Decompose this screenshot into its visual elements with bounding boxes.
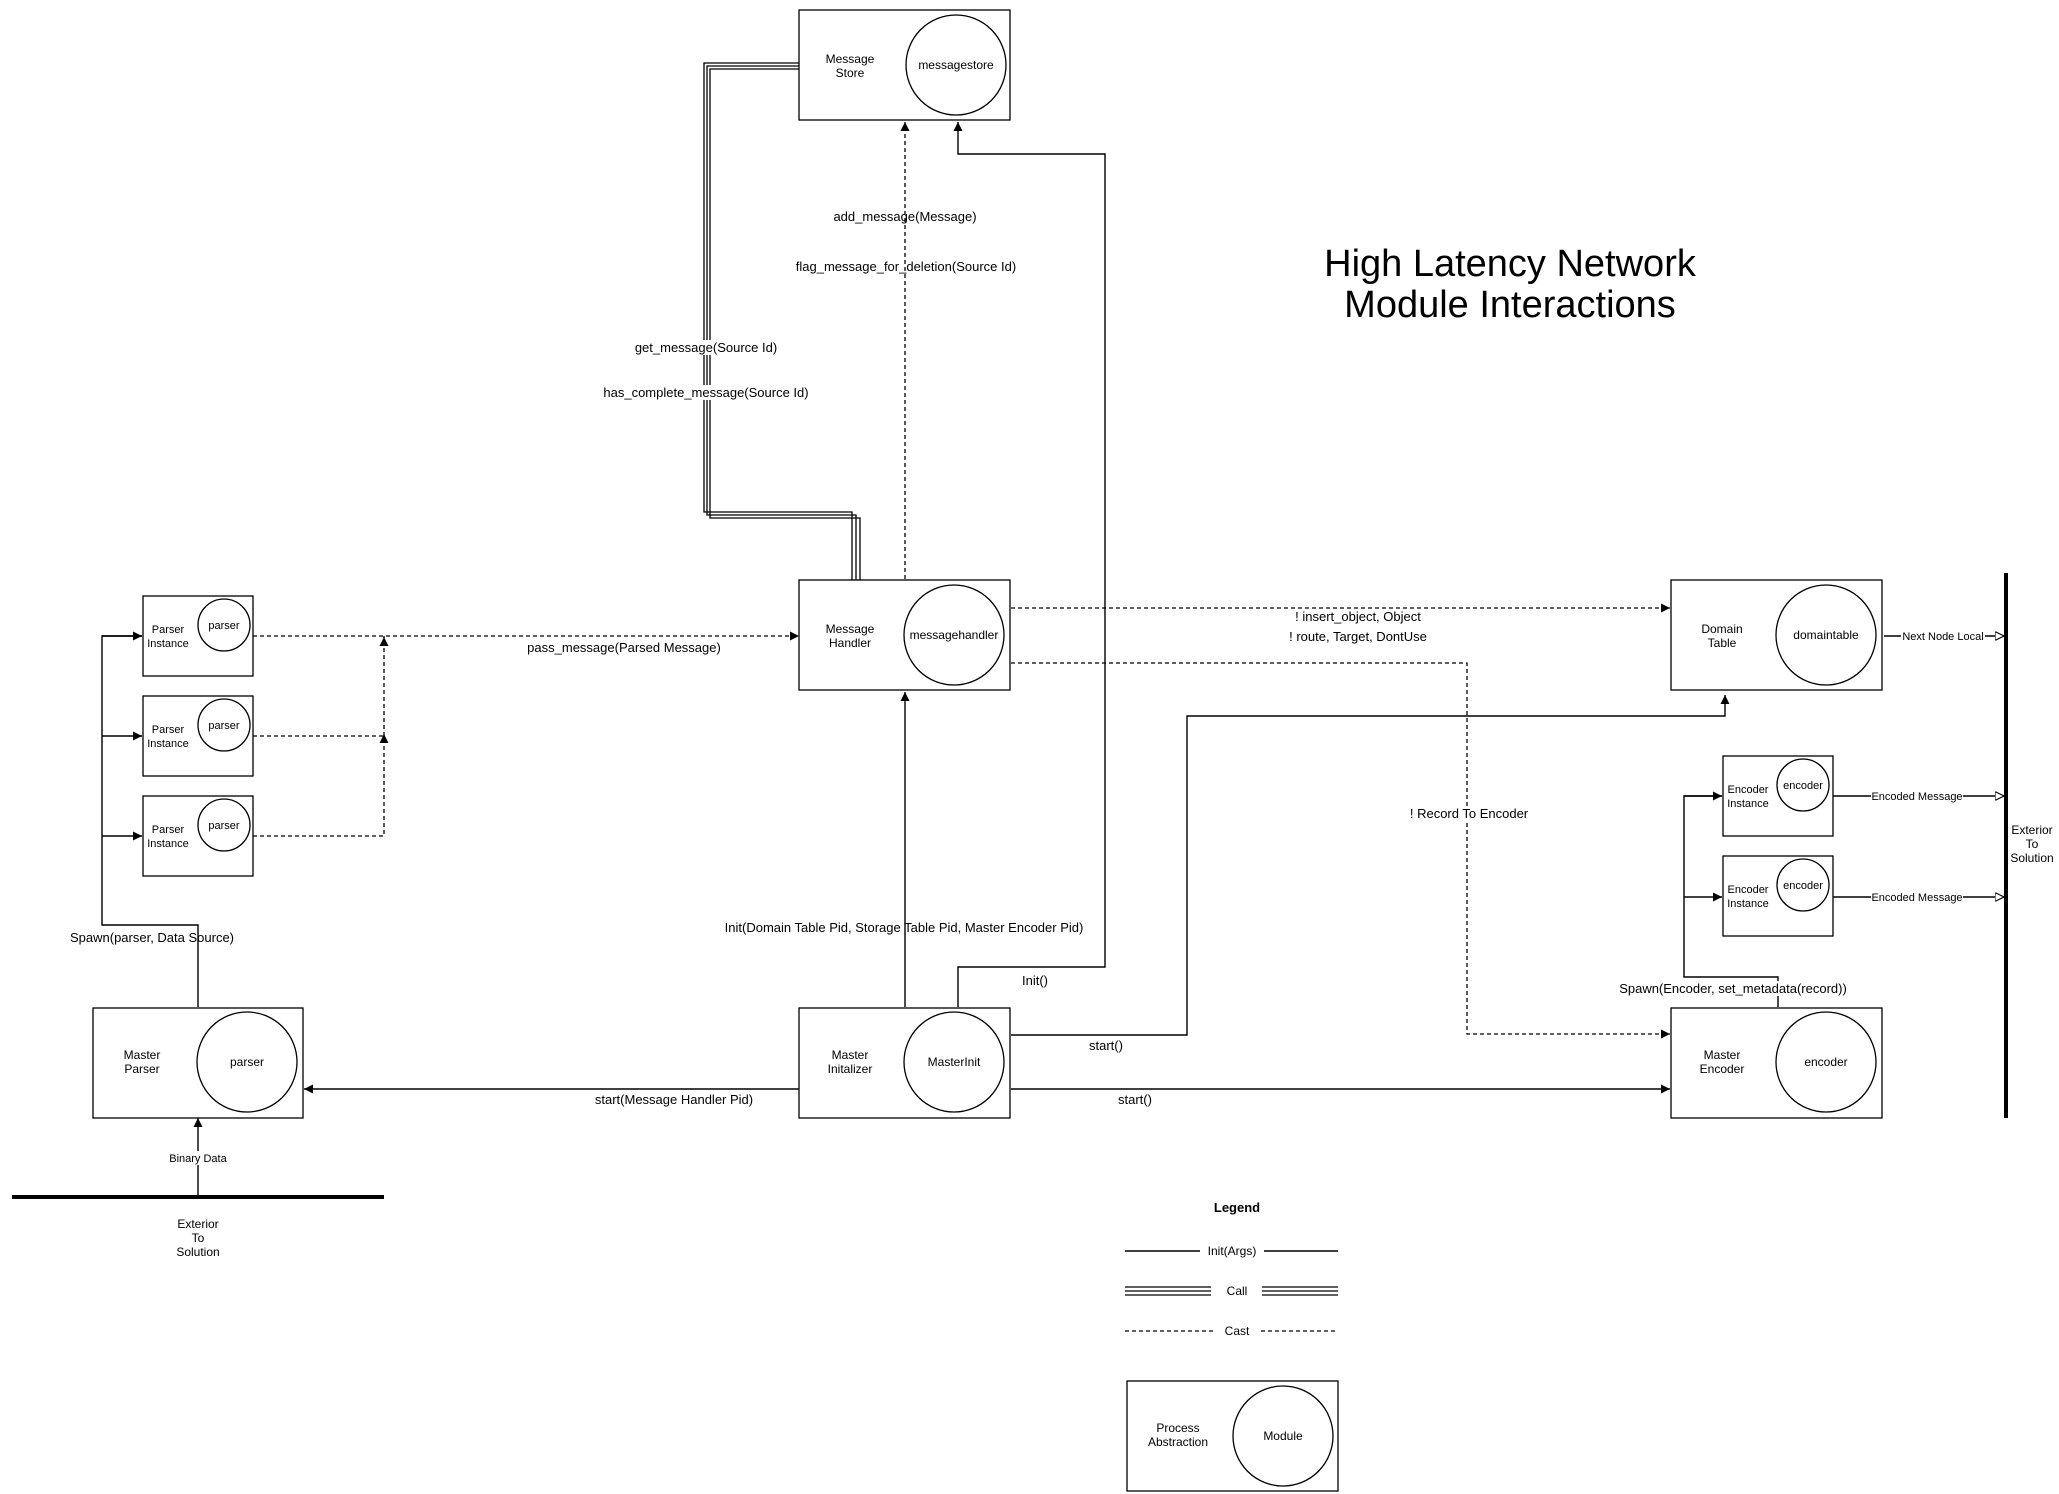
exterior-bottom-line-3: Solution xyxy=(176,1245,219,1259)
parser-instance-3-label-1: Parser xyxy=(152,824,185,836)
legend-cast: Cast xyxy=(1125,1324,1338,1338)
parser-instance-3-label-2: Instance xyxy=(147,838,189,850)
label-init-handler: Init(Domain Table Pid, Storage Table Pid… xyxy=(725,920,1084,935)
label-spawn-parser: Spawn(parser, Data Source) xyxy=(70,930,234,945)
label-record-to-encoder: ! Record To Encoder xyxy=(1410,806,1529,821)
title-line-1: High Latency Network xyxy=(1324,243,1697,285)
node-message-handler: Message Handler messagehandler xyxy=(798,579,1011,691)
domain-table-label-2: Table xyxy=(1708,636,1737,650)
label-encoded-message-1: Encoded Message xyxy=(1871,791,1962,803)
exterior-right-line-3: Solution xyxy=(2010,851,2053,865)
master-init-module: MasterInit xyxy=(928,1055,981,1069)
label-start-parser: start(Message Handler Pid) xyxy=(595,1092,753,1107)
master-parser-label-1: Master xyxy=(124,1048,161,1062)
exterior-label-bottom: Exterior To Solution xyxy=(176,1217,219,1259)
call-edge-handler-store xyxy=(703,62,861,580)
label-pass-message: pass_message(Parsed Message) xyxy=(527,640,721,655)
diagram-title: High Latency Network Module Interactions xyxy=(1324,243,1697,326)
label-has-complete-message: has_complete_message(Source Id) xyxy=(603,385,808,400)
legend-title: Legend xyxy=(1214,1200,1260,1215)
label-get-message: get_message(Source Id) xyxy=(635,340,777,355)
cast-edge-handler-encoder xyxy=(1011,662,1670,1039)
node-message-store: Message Store messagestore xyxy=(798,9,1011,121)
node-encoder-instance-2: Encoder Instance encoder xyxy=(1722,855,1834,937)
legend: Legend Init(Args) Call Cast Process Abst… xyxy=(1125,1200,1339,1492)
node-master-initializer: Master Initalizer MasterInit xyxy=(798,1007,1011,1119)
encoder-instance-2-module: encoder xyxy=(1783,880,1823,892)
node-parser-instance-1: Parser Instance parser xyxy=(142,595,254,677)
legend-process-module: Process Abstraction Module xyxy=(1126,1380,1339,1492)
legend-init-label: Init(Args) xyxy=(1208,1244,1257,1258)
message-store-label-1: Message xyxy=(826,52,875,66)
title-line-2: Module Interactions xyxy=(1344,284,1676,326)
node-parser-instance-3: Parser Instance parser xyxy=(142,795,254,877)
node-domain-table: Domain Table domaintable xyxy=(1670,579,1883,691)
edge-labels: add_message(Message) flag_message_for_de… xyxy=(70,209,1985,1165)
label-insert-object: ! insert_object, Object xyxy=(1295,609,1421,624)
label-binary-data: Binary Data xyxy=(169,1153,227,1165)
legend-process-label-1: Process xyxy=(1156,1421,1199,1435)
label-encoded-message-2: Encoded Message xyxy=(1871,892,1962,904)
spawn-edges-parsers xyxy=(101,631,199,1007)
legend-call: Call xyxy=(1125,1284,1338,1298)
master-encoder-label-1: Master xyxy=(1704,1048,1741,1062)
exterior-label-right: Exterior To Solution xyxy=(2010,823,2053,865)
legend-init: Init(Args) xyxy=(1125,1244,1338,1258)
encoder-instance-1-label-2: Instance xyxy=(1727,798,1769,810)
legend-call-label: Call xyxy=(1227,1284,1248,1298)
parser-instance-1-label-2: Instance xyxy=(147,638,189,650)
parser-instance-2-label-1: Parser xyxy=(152,724,185,736)
message-handler-module: messagehandler xyxy=(910,628,999,642)
encoder-instance-1-label-1: Encoder xyxy=(1728,784,1769,796)
parser-instance-1-module: parser xyxy=(208,620,240,632)
parser-instance-3-module: parser xyxy=(208,820,240,832)
label-route: ! route, Target, DontUse xyxy=(1289,629,1427,644)
cast-edges-parsers-handler xyxy=(253,631,799,837)
master-encoder-module: encoder xyxy=(1804,1055,1847,1069)
parser-instance-2-label-2: Instance xyxy=(147,738,189,750)
message-handler-label-2: Handler xyxy=(829,636,871,650)
node-master-parser: Master Parser parser xyxy=(92,1007,304,1119)
label-start-encoder: start() xyxy=(1118,1092,1152,1107)
init-edge-master-store xyxy=(953,122,1106,1007)
node-master-encoder: Master Encoder encoder xyxy=(1670,1007,1883,1119)
domain-table-label-1: Domain xyxy=(1701,622,1742,636)
exterior-right-line-1: Exterior xyxy=(2011,823,2052,837)
encoder-instance-1-module: encoder xyxy=(1783,780,1823,792)
exterior-bottom-line-2: To xyxy=(192,1231,205,1245)
legend-module-label: Module xyxy=(1263,1429,1303,1443)
master-init-label-2: Initalizer xyxy=(828,1062,873,1076)
node-parser-instance-2: Parser Instance parser xyxy=(142,695,254,777)
message-store-label-2: Store xyxy=(836,66,865,80)
start-edge-master-domain xyxy=(1011,695,1730,1036)
label-start-domain: start() xyxy=(1089,1038,1123,1053)
message-store-module: messagestore xyxy=(918,58,994,72)
legend-cast-label: Cast xyxy=(1225,1324,1250,1338)
label-next-node-local: Next Node Local xyxy=(1902,631,1983,643)
encoder-instance-2-label-2: Instance xyxy=(1727,898,1769,910)
parser-instance-2-module: parser xyxy=(208,720,240,732)
master-encoder-label-2: Encoder xyxy=(1700,1062,1745,1076)
label-spawn-encoder: Spawn(Encoder, set_metadata(record)) xyxy=(1619,981,1847,996)
master-parser-label-2: Parser xyxy=(124,1062,159,1076)
label-add-message: add_message(Message) xyxy=(833,209,976,224)
master-init-label-1: Master xyxy=(832,1048,869,1062)
label-flag-message: flag_message_for_deletion(Source Id) xyxy=(796,259,1016,274)
exterior-bottom-line-1: Exterior xyxy=(177,1217,218,1231)
exterior-right-line-2: To xyxy=(2026,837,2039,851)
parser-instance-1-label-1: Parser xyxy=(152,624,185,636)
domain-table-module: domaintable xyxy=(1793,628,1859,642)
label-init-store: Init() xyxy=(1022,973,1048,988)
node-encoder-instance-1: Encoder Instance encoder xyxy=(1722,755,1834,837)
message-handler-label-1: Message xyxy=(826,622,875,636)
encoder-instance-2-label-1: Encoder xyxy=(1728,884,1769,896)
legend-process-label-2: Abstraction xyxy=(1148,1435,1208,1449)
master-parser-module: parser xyxy=(230,1055,264,1069)
